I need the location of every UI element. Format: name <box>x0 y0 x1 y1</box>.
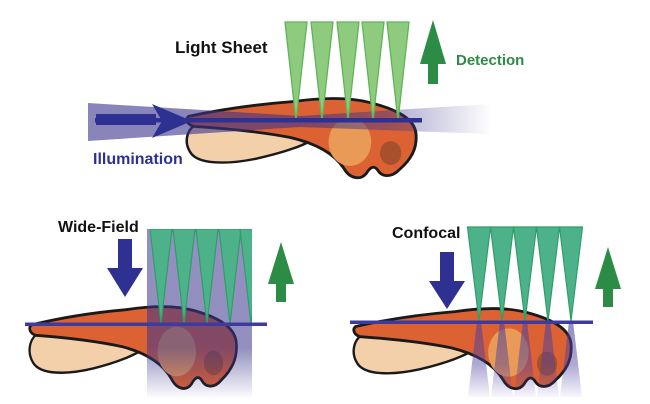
focal-plane-line <box>350 320 593 324</box>
detection-arrow-icon <box>420 20 446 84</box>
zebrafish-embryo <box>185 97 418 180</box>
detection-arrow-icon <box>595 247 621 307</box>
illumination-arrow-icon <box>107 239 143 297</box>
illumination-arrow-icon <box>429 252 465 309</box>
detection-arrow-icon <box>268 242 294 302</box>
illumination-label: Illumination <box>93 151 183 168</box>
light-sheet-title: Light Sheet <box>175 38 268 57</box>
confocal-panel <box>350 226 621 397</box>
detection-cones <box>149 229 252 325</box>
detection-label: Detection <box>456 52 525 69</box>
detection-cones <box>466 226 584 322</box>
wide-field-title: Wide-Field <box>58 219 139 236</box>
light-sheet-panel <box>88 20 490 180</box>
light-sheet-focal-line <box>95 118 422 123</box>
illumination-arrow-icon <box>96 104 192 138</box>
illumination-cones-below <box>468 321 582 397</box>
detection-cones <box>284 21 410 122</box>
wide-field-panel <box>25 229 294 398</box>
confocal-title: Confocal <box>392 225 461 242</box>
focal-plane-line <box>25 322 267 326</box>
